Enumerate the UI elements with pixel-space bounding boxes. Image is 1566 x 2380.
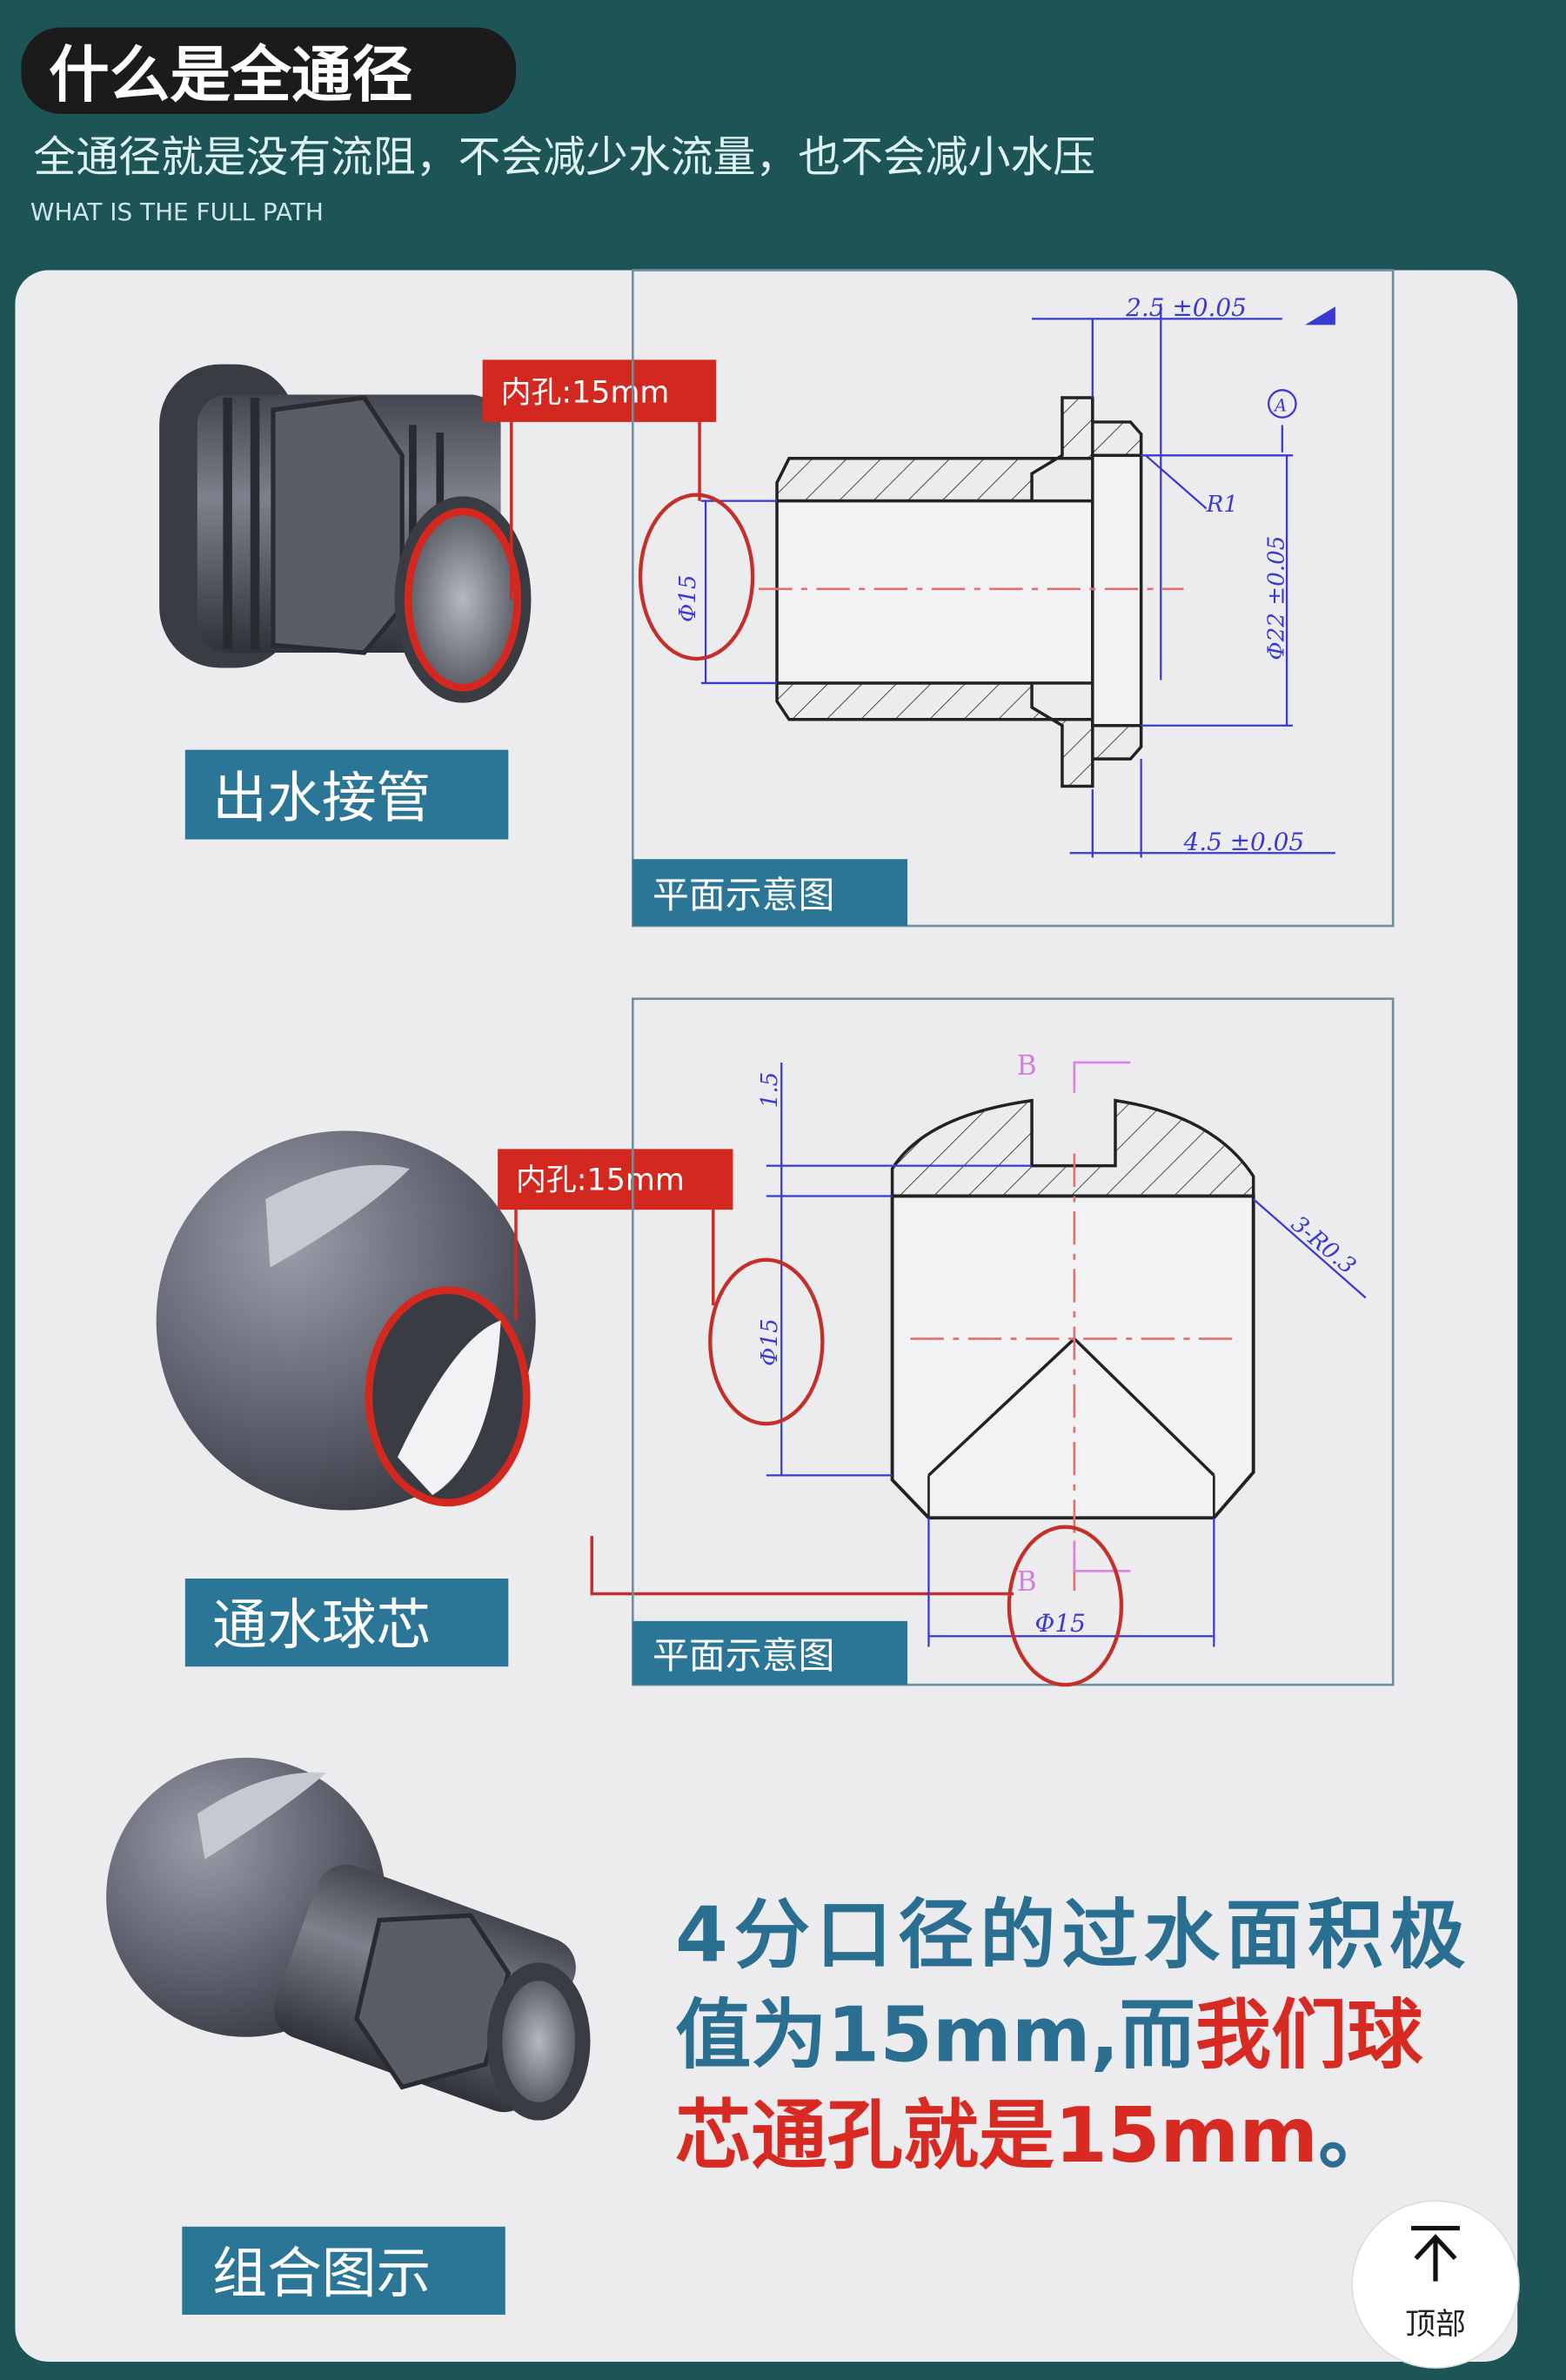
- statement-line-2: 值为15mm,而我们球: [675, 1991, 1423, 2080]
- dim-4-5: 4.5 ±0.05: [1182, 828, 1304, 856]
- statement-line-1: 4分口径的过水面积极: [675, 1891, 1471, 1980]
- callout-box: [498, 1149, 733, 1210]
- page-title: 什么是全通径: [49, 40, 413, 111]
- callout-text: 内孔:15mm: [516, 1163, 685, 1198]
- callout-text: 内孔:15mm: [501, 375, 670, 410]
- statement-period: 。: [1318, 2091, 1394, 2180]
- statement-red: 我们球: [1195, 1991, 1423, 2080]
- section-mark-b: B: [1017, 1566, 1037, 1598]
- drawing-label-box: [632, 859, 908, 927]
- statement-red: 芯通孔就是15mm: [675, 2091, 1318, 2180]
- drawing-label: 平面示意图: [652, 874, 834, 916]
- arrow-up-icon: [1411, 2225, 1460, 2282]
- highlight-ring: [708, 1257, 825, 1426]
- back-to-top-label: 顶部: [1405, 2308, 1466, 2343]
- page-subtitle-en: WHAT IS THE FULL PATH: [30, 198, 324, 226]
- dim-r1: R1: [1206, 492, 1238, 518]
- callout-leader: [514, 1210, 715, 1321]
- callout-box: [482, 359, 717, 422]
- assembly-3d-image: [106, 1757, 591, 2121]
- section-mark-b: B: [1017, 1050, 1037, 1082]
- technical-drawing-1: 2.5 ±0.05 R1 4.5 ±0.05 A Φ15 Φ22 ±0.05: [632, 269, 1395, 928]
- drawing-label-box: [632, 1620, 908, 1686]
- ball-core-3d-image: [156, 1130, 536, 1511]
- back-to-top-button[interactable]: 顶部: [1351, 2200, 1520, 2369]
- fitting-3d-image: [159, 364, 532, 703]
- dim-phi15-bottom: Φ15: [1035, 1609, 1086, 1638]
- part-label: 组合图示: [212, 2242, 431, 2305]
- datum-a: A: [1273, 396, 1287, 416]
- part-label: 出水接管: [212, 766, 431, 829]
- part-label: 通水球芯: [212, 1593, 431, 1657]
- title-pill: [21, 27, 517, 114]
- highlight-ring: [638, 493, 755, 661]
- dim-2-5: 2.5 ±0.05: [1125, 293, 1247, 322]
- dim-phi15: Φ15: [757, 1318, 783, 1366]
- highlight-ring: [1007, 1525, 1124, 1687]
- statement-line-3: 芯通孔就是15mm。: [675, 2091, 1394, 2180]
- callout-leader: [510, 421, 701, 600]
- dim-phi22: Φ22 ±0.05: [1264, 536, 1290, 660]
- part-label-box: [184, 1579, 509, 1667]
- page-subtitle: 全通径就是没有流阻，不会减少水流量，也不会减小水压: [33, 132, 1095, 182]
- part-label-box: [184, 749, 509, 840]
- part-label-box: [182, 2226, 505, 2315]
- dim-phi15: Φ15: [675, 574, 701, 622]
- statement-blue: 值为15mm,而: [675, 1991, 1195, 2080]
- callout-leader: [590, 1536, 1014, 1596]
- drawing-label: 平面示意图: [652, 1634, 834, 1677]
- dim-1-5: 1.5: [757, 1072, 783, 1109]
